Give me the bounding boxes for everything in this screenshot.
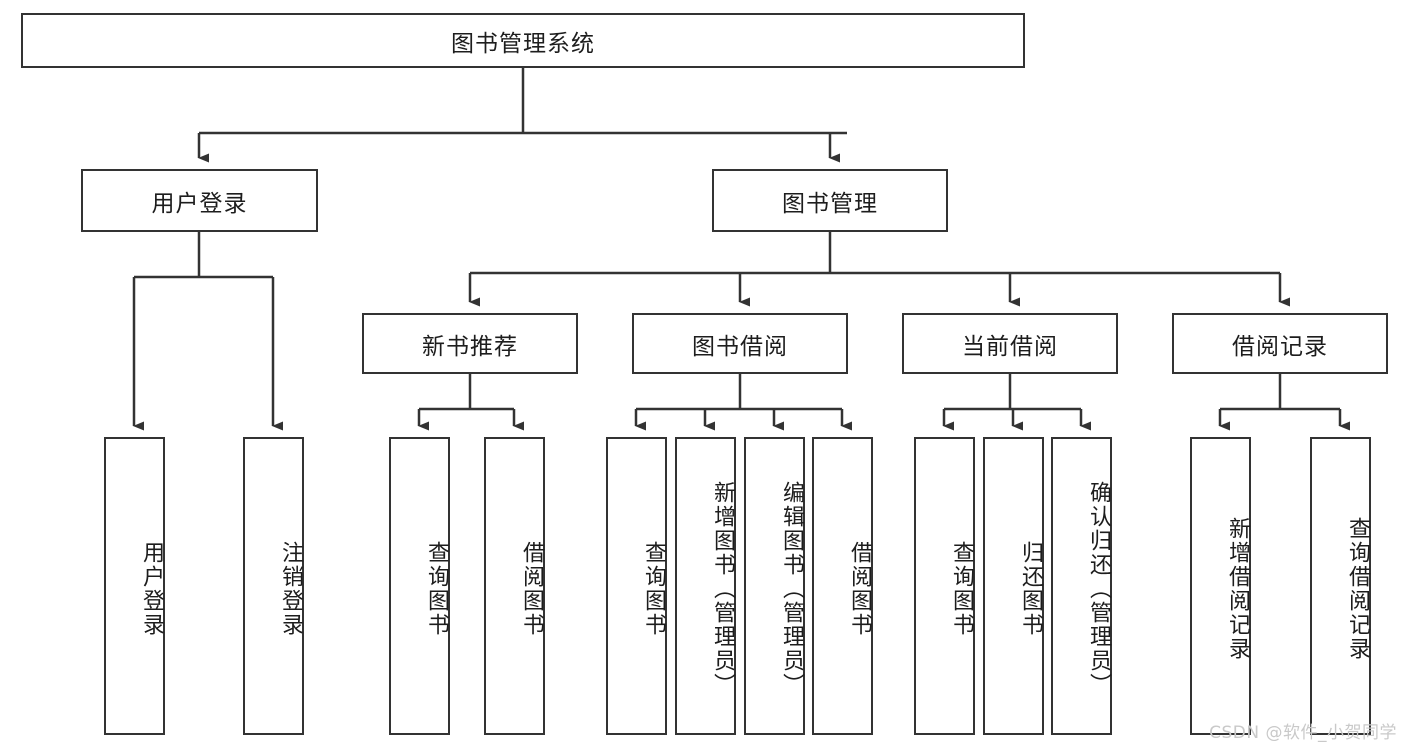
node-leaf-query-book-borrow[interactable]: 查询图书	[606, 437, 667, 735]
node-root[interactable]: 图书管理系统	[21, 13, 1025, 68]
node-leaf-edit-book-admin[interactable]: 编辑图书（管理员）	[744, 437, 805, 735]
node-leaf-add-book-admin[interactable]: 新增图书（管理员）	[675, 437, 736, 735]
node-book-manage[interactable]: 图书管理	[712, 169, 948, 232]
node-user-login[interactable]: 用户登录	[81, 169, 318, 232]
node-leaf-borrow-book[interactable]: 借阅图书	[812, 437, 873, 735]
node-leaf-return-book[interactable]: 归还图书	[983, 437, 1044, 735]
node-new-book-recommend[interactable]: 新书推荐	[362, 313, 578, 374]
node-leaf-user-login[interactable]: 用户登录	[104, 437, 165, 735]
node-current-borrow[interactable]: 当前借阅	[902, 313, 1118, 374]
node-leaf-add-borrow-record[interactable]: 新增借阅记录	[1190, 437, 1251, 735]
node-leaf-query-book-recommend[interactable]: 查询图书	[389, 437, 450, 735]
node-leaf-query-borrow-record[interactable]: 查询借阅记录	[1310, 437, 1371, 735]
node-leaf-borrow-book-recommend[interactable]: 借阅图书	[484, 437, 545, 735]
node-leaf-query-book-current[interactable]: 查询图书	[914, 437, 975, 735]
watermark-text: CSDN @软件_小贺同学	[1209, 723, 1397, 743]
node-leaf-user-logout[interactable]: 注销登录	[243, 437, 304, 735]
node-leaf-confirm-return-admin[interactable]: 确认归还（管理员）	[1051, 437, 1112, 735]
node-borrow-record[interactable]: 借阅记录	[1172, 313, 1388, 374]
node-book-borrow[interactable]: 图书借阅	[632, 313, 848, 374]
